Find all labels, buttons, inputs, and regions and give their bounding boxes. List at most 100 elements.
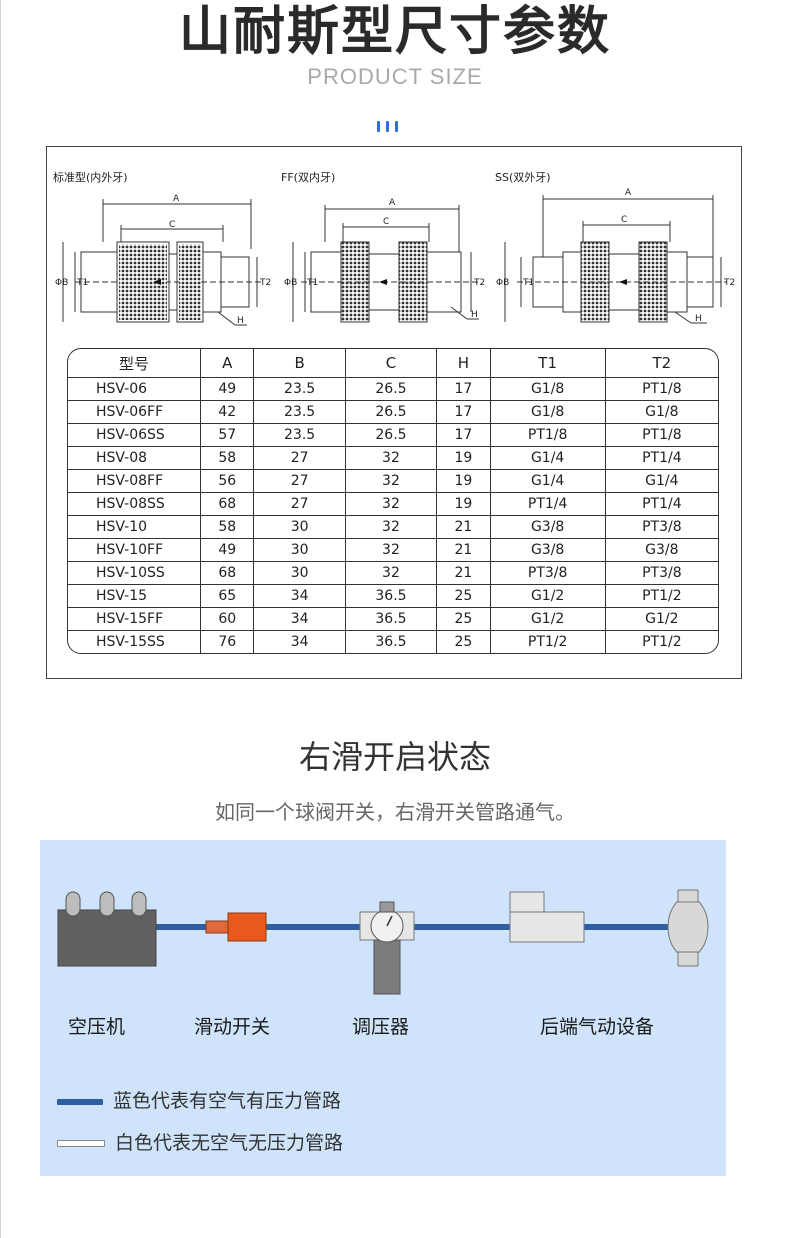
cell-model: HSV-10SS [68,562,201,585]
table-cell: 76 [201,631,255,653]
regulator-icon [359,901,415,995]
table-cell: PT1/4 [605,447,718,470]
cell-model: HSV-15FF [68,608,201,631]
table-cell: 32 [345,562,438,585]
table-cell: G1/8 [490,401,606,424]
dim-h-label: H [237,316,244,326]
table-cell: 21 [437,516,491,539]
table-cell: 25 [437,631,491,653]
table-cell: PT1/8 [605,424,718,447]
cell-model: HSV-06FF [68,401,201,424]
label-downstream-device: 后端气动设备 [540,1016,655,1038]
cell-model: HSV-06 [68,378,201,401]
pipeline-illustration [57,889,709,995]
table-cell: 17 [437,378,491,401]
table-cell: G1/4 [490,470,606,493]
table-cell: 58 [201,447,255,470]
table-cell: 30 [254,562,346,585]
table-cell: 19 [437,493,491,516]
dim-b-label: ΦB [284,278,297,288]
table-cell: 23.5 [254,378,346,401]
table-cell: 19 [437,447,491,470]
table-cell: G3/8 [605,539,718,562]
col-header-t2: T2 [605,349,718,378]
dim-a-label: A [389,198,396,208]
label-slide-switch: 滑动开关 [194,1016,271,1038]
diagram-label: SS(双外牙) [495,171,551,184]
table-cell: PT1/4 [490,493,606,516]
table-cell: 56 [201,470,255,493]
table-cell: PT1/8 [605,378,718,401]
slide-switch-icon [205,912,267,942]
table-cell: 19 [437,470,491,493]
diagram-label: 标准型(内外牙) [53,171,128,184]
coupler-drawing-ff: A C H ΦB T1 T2 [284,198,485,323]
flow-description: 如同一个球阀开关，右滑开关管路通气。 [215,800,575,824]
coupler-drawing-ss: A C H ΦB T1 T2 [496,188,735,324]
flow-title: 右滑开启状态 [298,738,491,776]
cell-model: HSV-10 [68,516,201,539]
dim-a-label: A [173,194,180,204]
table-cell: 57 [201,424,255,447]
cell-model: HSV-15 [68,585,201,608]
table-cell: PT3/8 [605,562,718,585]
table-cell: 68 [201,562,255,585]
legend-white-line [57,1140,105,1147]
col-header-a: A [201,349,255,378]
dim-c-label: C [169,220,175,230]
label-regulator: 调压器 [352,1016,410,1038]
pressure-pipe [155,924,695,930]
cell-model: HSV-08FF [68,470,201,493]
diagram-ss: SS(双外牙) [495,157,735,332]
table-cell: G1/8 [490,378,606,401]
legend-blue-text: 蓝色代表有空气有压力管路 [113,1090,342,1112]
table-cell: G1/2 [490,608,606,631]
table-cell: 21 [437,562,491,585]
col-header-t1: T1 [490,349,606,378]
table-cell: 58 [201,516,255,539]
table-cell: 32 [345,516,438,539]
table-cell: G1/2 [490,585,606,608]
legend-white-text: 白色代表无空气无压力管路 [115,1132,344,1154]
table-cell: 32 [345,470,438,493]
table-cell: PT1/2 [642,634,682,650]
dim-t2-label: T2 [259,278,271,288]
table-cell: 36.5 [346,631,438,653]
table-cell: 26.5 [345,401,438,424]
table-cell: G1/8 [605,401,718,424]
dim-t2-label: T2 [473,278,485,288]
table-cell: 26.5 [345,424,438,447]
dim-b-label: ΦB [496,278,509,288]
table-cell: 30 [254,539,346,562]
diagram-standard: 标准型(内外牙) [53,157,283,332]
table-cell: 60 [201,608,255,631]
table-cell: 42 [201,401,255,424]
cell-model: HSV-06SS [68,424,201,447]
table-cell: 27 [254,470,346,493]
decorative-dots [377,117,404,132]
flow-panel: 空压机 滑动开关 调压器 后端气动设备 蓝色代表有空气有压力管路 白色代表无空气… [40,840,726,1176]
table-cell: 30 [254,516,346,539]
table-cell: 25 [437,608,491,631]
dim-t1-label: T1 [76,278,88,288]
table-cell: G3/8 [490,539,606,562]
table-cell: 34 [254,608,346,631]
dim-h-label: H [695,314,702,324]
table-cell: 36.5 [345,585,438,608]
table-cell: 34 [254,585,346,608]
col-header-h: H [437,349,491,378]
dim-h-label: H [471,310,478,320]
table-cell: G1/2 [605,608,718,631]
table-cell: G3/8 [490,516,606,539]
table-cell: 25 [437,585,491,608]
table-cell: 17 [437,401,491,424]
table-cell: G1/4 [605,470,718,493]
